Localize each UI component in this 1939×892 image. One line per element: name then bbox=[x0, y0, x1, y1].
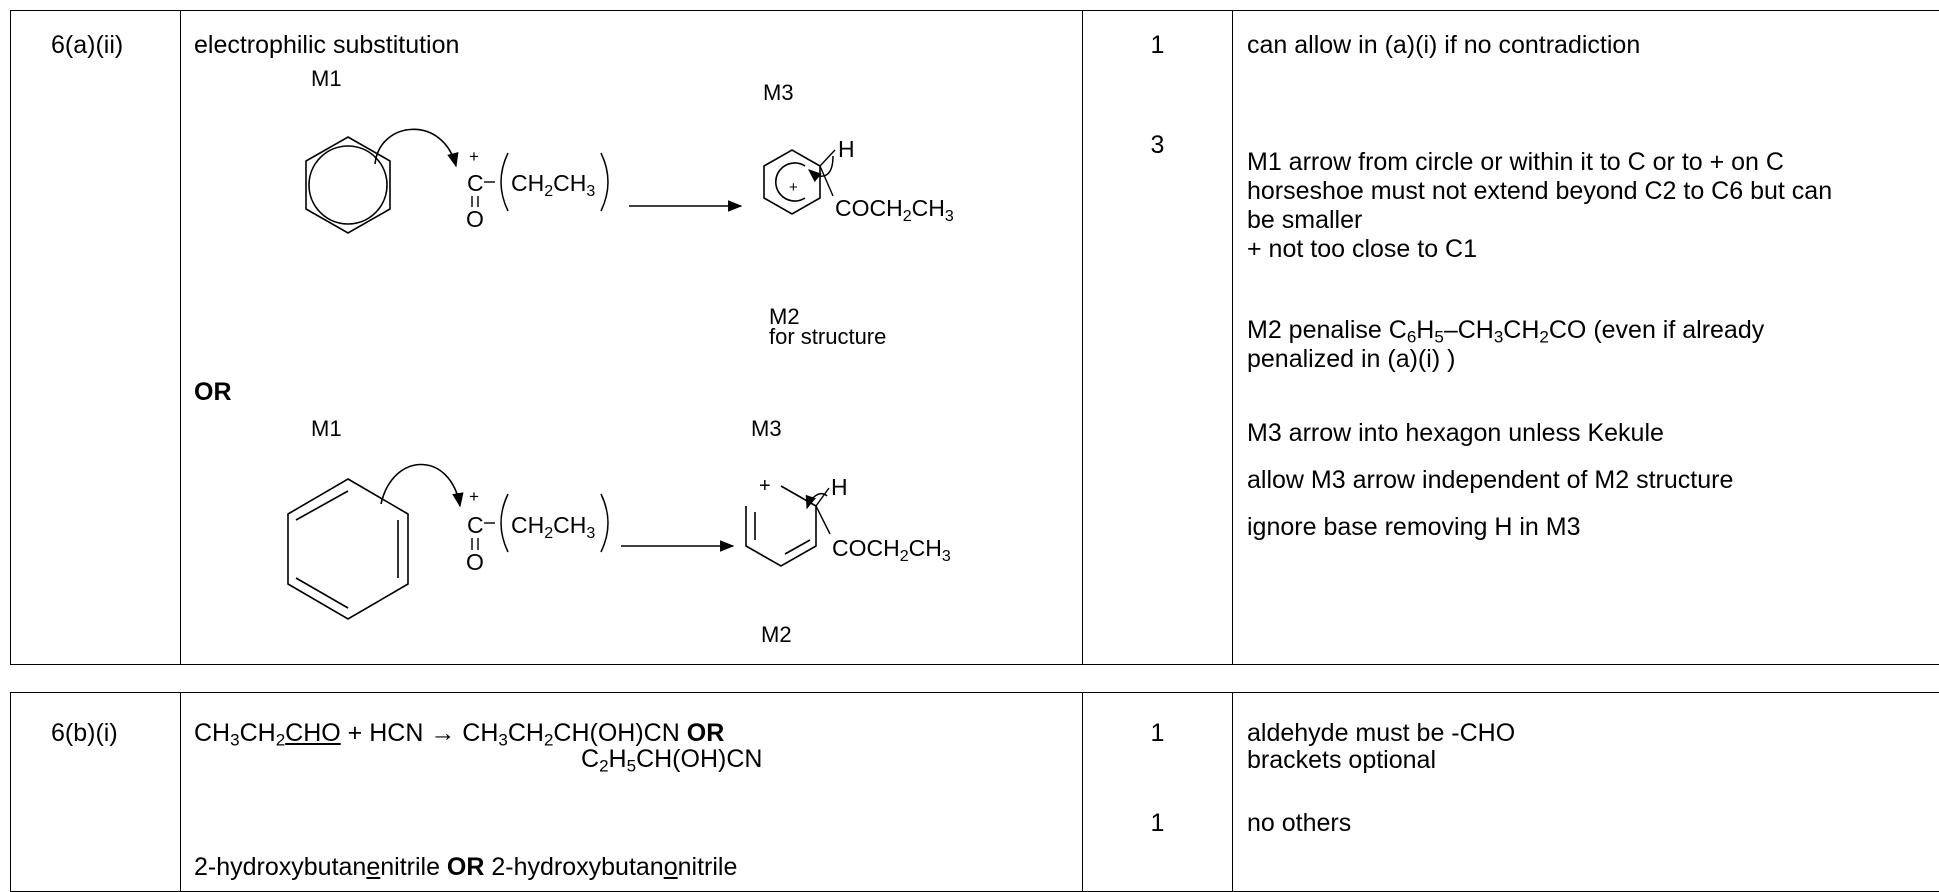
table-row: 6(a)(ii) electrophilic substitution M1 M… bbox=[11, 11, 1939, 665]
guidance-line: horseshoe must not extend beyond C2 to C… bbox=[1247, 177, 1832, 206]
name-answer-line: 2-hydroxybutanenitrile OR 2-hydroxybutan… bbox=[194, 853, 737, 882]
acyl-group-2: CH2CH3 bbox=[511, 512, 595, 542]
acyl-group: CH2CH3 bbox=[511, 170, 595, 200]
kekule-benzene-icon bbox=[288, 479, 408, 619]
answer-title: electrophilic substitution bbox=[194, 31, 459, 60]
guidance-line: be smaller bbox=[1247, 206, 1362, 235]
mark-value: 3 bbox=[1083, 131, 1232, 160]
mark-scheme-table-6b: 6(b)(i) CH3CH2CHO + HCN → CH3CH2CH(OH)CN… bbox=[10, 692, 1939, 892]
or-label: OR bbox=[194, 378, 232, 407]
question-number-cell: 6(b)(i) bbox=[11, 693, 181, 892]
mark-scheme-table-6a: 6(a)(ii) electrophilic substitution M1 M… bbox=[10, 10, 1939, 665]
hydrogen-atom-2: H bbox=[831, 474, 848, 500]
guidance-line: + not too close to C1 bbox=[1247, 235, 1477, 264]
m1-label: M1 bbox=[311, 66, 342, 91]
oxygen-atom-2: O bbox=[466, 549, 484, 575]
equation-alt-product: C2H5CH(OH)CN bbox=[581, 745, 762, 774]
guidance-line: brackets optional bbox=[1247, 746, 1436, 775]
mark-value: 1 bbox=[1083, 31, 1232, 60]
guidance-cell: can allow in (a)(i) if no contradiction … bbox=[1233, 11, 1939, 665]
curly-arrow-m1-2 bbox=[381, 464, 460, 506]
question-number-cell: 6(a)(ii) bbox=[11, 11, 181, 665]
product-group-2: COCH2CH3 bbox=[832, 535, 951, 565]
m1-label-2: M1 bbox=[311, 416, 342, 441]
m2-label-2: M2 bbox=[761, 622, 792, 647]
mechanism-diagram-2: M1 M3 + C O CH2CH3 bbox=[181, 416, 1081, 656]
hydrogen-atom: H bbox=[838, 136, 855, 162]
answer-cell: electrophilic substitution M1 M3 bbox=[181, 11, 1083, 665]
guidance-line: M1 arrow from circle or within it to C o… bbox=[1247, 148, 1784, 177]
guidance-line: no others bbox=[1247, 809, 1351, 838]
cyclohexadienyl-intermediate-icon bbox=[746, 486, 816, 566]
answer-cell: CH3CH2CHO + HCN → CH3CH2CH(OH)CN OR C2H5… bbox=[181, 693, 1083, 892]
positive-charge-2: + bbox=[469, 487, 479, 506]
m3-label-2: M3 bbox=[751, 416, 782, 441]
table-row: 6(b)(i) CH3CH2CHO + HCN → CH3CH2CH(OH)CN… bbox=[11, 693, 1939, 892]
mark-value: 1 bbox=[1083, 719, 1232, 748]
question-number: 6(b)(i) bbox=[51, 719, 118, 748]
carbon-atom: C bbox=[467, 170, 484, 196]
mechanism-diagram-1: M1 M3 + C O CH2CH3 bbox=[181, 66, 1081, 371]
intermediate-charge-2: + bbox=[759, 475, 771, 497]
positive-charge: + bbox=[469, 147, 479, 166]
guidance-line: can allow in (a)(i) if no contradiction bbox=[1247, 31, 1640, 60]
guidance-line: penalized in (a)(i) ) bbox=[1247, 345, 1455, 374]
guidance-line: aldehyde must be -CHO bbox=[1247, 719, 1515, 748]
question-number: 6(a)(ii) bbox=[51, 31, 123, 60]
m3-label: M3 bbox=[763, 80, 794, 105]
guidance-line: M3 arrow into hexagon unless Kekule bbox=[1247, 419, 1664, 448]
curly-arrow-m1 bbox=[375, 129, 456, 166]
curly-arrow-m3 bbox=[809, 156, 833, 176]
guidance-line: ignore base removing H in M3 bbox=[1247, 513, 1581, 542]
guidance-line: allow M3 arrow independent of M2 structu… bbox=[1247, 466, 1733, 495]
marks-cell: 1 1 bbox=[1083, 693, 1233, 892]
guidance-cell: aldehyde must be -CHO brackets optional … bbox=[1233, 693, 1939, 892]
carbon-atom-2: C bbox=[467, 512, 484, 538]
intermediate-charge: + bbox=[789, 179, 798, 196]
product-group: COCH2CH3 bbox=[835, 195, 954, 225]
oxygen-atom: O bbox=[466, 206, 484, 232]
marks-cell: 1 3 bbox=[1083, 11, 1233, 665]
guidance-line-formula: M2 penalise C6H5–CH3CH2CO (even if alrea… bbox=[1247, 316, 1764, 345]
m2-note: for structure bbox=[769, 324, 886, 349]
mark-value: 1 bbox=[1083, 809, 1232, 838]
equation-line: CH3CH2CHO + HCN → CH3CH2CH(OH)CN OR bbox=[194, 719, 724, 748]
